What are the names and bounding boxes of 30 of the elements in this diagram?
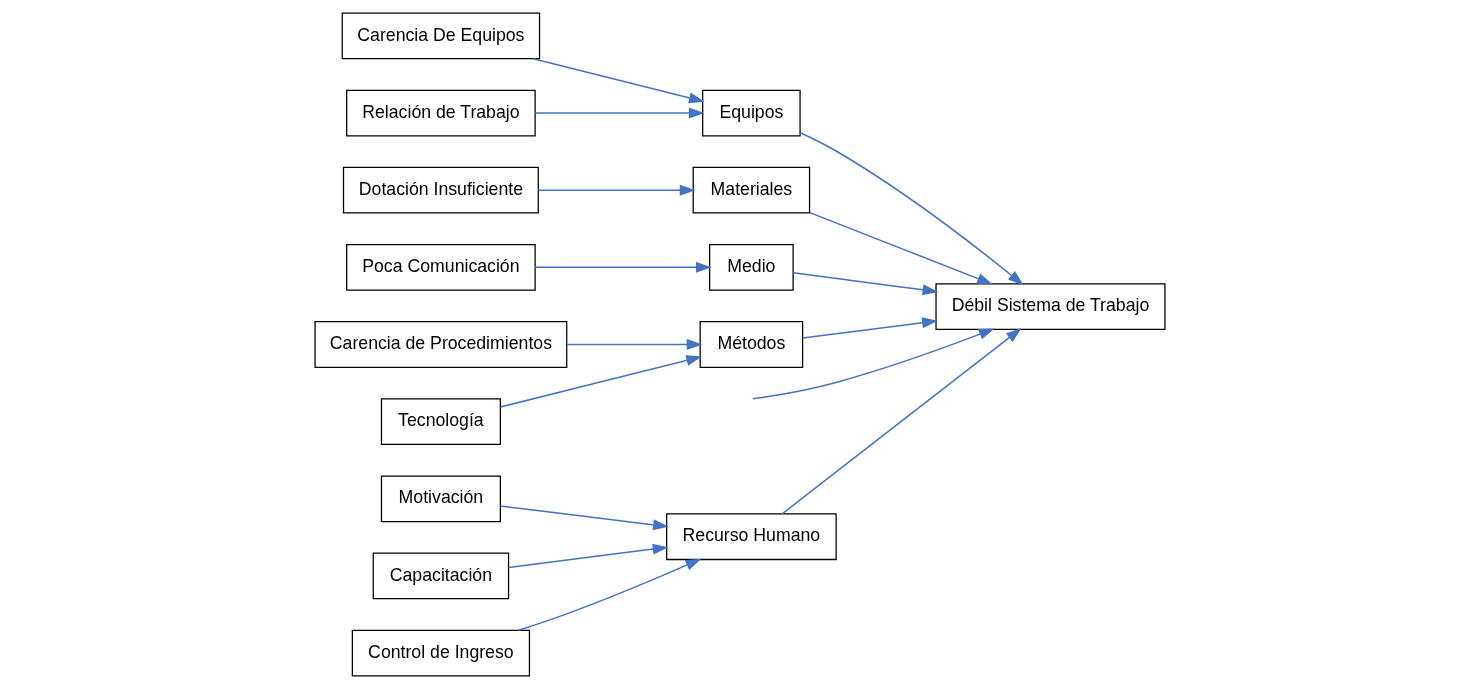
- node-box: Poca Comunicación: [346, 243, 536, 291]
- node-box: Medio: [709, 243, 794, 291]
- arrow: [799, 131, 1024, 286]
- node-box: Dotación Insuficiente: [342, 166, 539, 214]
- arrow: [534, 107, 705, 119]
- arrow: [532, 58, 705, 104]
- node-box: Recurso Humano: [666, 513, 837, 561]
- arrow: [809, 211, 993, 285]
- node-box: Relación de Trabajo: [346, 89, 536, 137]
- arrow: [537, 184, 696, 196]
- node-box: Materiales: [692, 166, 811, 214]
- arrow: [752, 328, 995, 400]
- arrow: [499, 505, 669, 531]
- arrow: [792, 271, 939, 296]
- node-box: Control de Ingreso: [351, 629, 531, 677]
- node-box: Tecnología: [380, 398, 501, 446]
- arrow: [566, 339, 703, 350]
- node-box: Métodos: [699, 321, 804, 368]
- node-box: Motivación: [380, 475, 501, 523]
- node-box: Carencia de Procedimientos: [314, 321, 568, 368]
- node-box: Equipos: [702, 89, 801, 137]
- arrow: [507, 543, 669, 569]
- node-box: Carencia De Equipos: [341, 12, 541, 60]
- arrow: [781, 327, 1022, 515]
- node-box: Débil Sistema de Trabajo: [935, 283, 1166, 330]
- arrow: [499, 355, 702, 408]
- arrow: [517, 558, 702, 631]
- arrow: [534, 261, 712, 273]
- arrow: [801, 317, 938, 339]
- node-box: Capacitación: [372, 552, 510, 600]
